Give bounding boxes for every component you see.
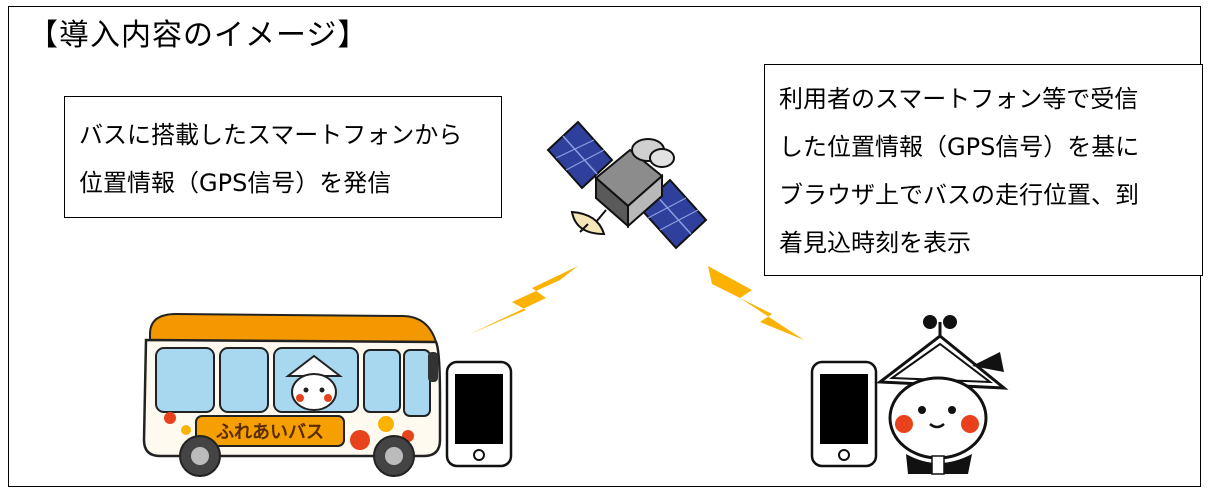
description-line: した位置情報（GPS信号）を基に: [779, 133, 1140, 161]
description-line: ブラウザ上でバスの走行位置、到: [779, 181, 1139, 209]
satellite-icon: [546, 120, 708, 250]
bus-sign-text: ふれあいバス: [216, 422, 324, 443]
description-line: 着見込時刻を表示: [779, 229, 971, 257]
lightning-icon: [470, 266, 578, 334]
smartphone-icon: [810, 360, 878, 468]
diagram-title: 【導入内容のイメージ】: [28, 18, 369, 53]
smartphone-icon: [445, 360, 513, 468]
description-line: バスに搭載したスマートフォンから: [79, 121, 463, 149]
bus-sender-description: バスに搭載したスマートフォンから 位置情報（GPS信号）を発信: [64, 96, 502, 218]
lightning-icon: [708, 266, 804, 340]
mascot-icon: [285, 354, 343, 411]
mascot-icon: [875, 315, 1009, 475]
user-receiver-description: 利用者のスマートフォン等で受信 した位置情報（GPS信号）を基に ブラウザ上でバ…: [764, 64, 1203, 276]
bus-icon: ふれあいバス: [142, 312, 442, 477]
description-line: 位置情報（GPS信号）を発信: [79, 169, 392, 197]
description-line: 利用者のスマートフォン等で受信: [779, 85, 1139, 113]
